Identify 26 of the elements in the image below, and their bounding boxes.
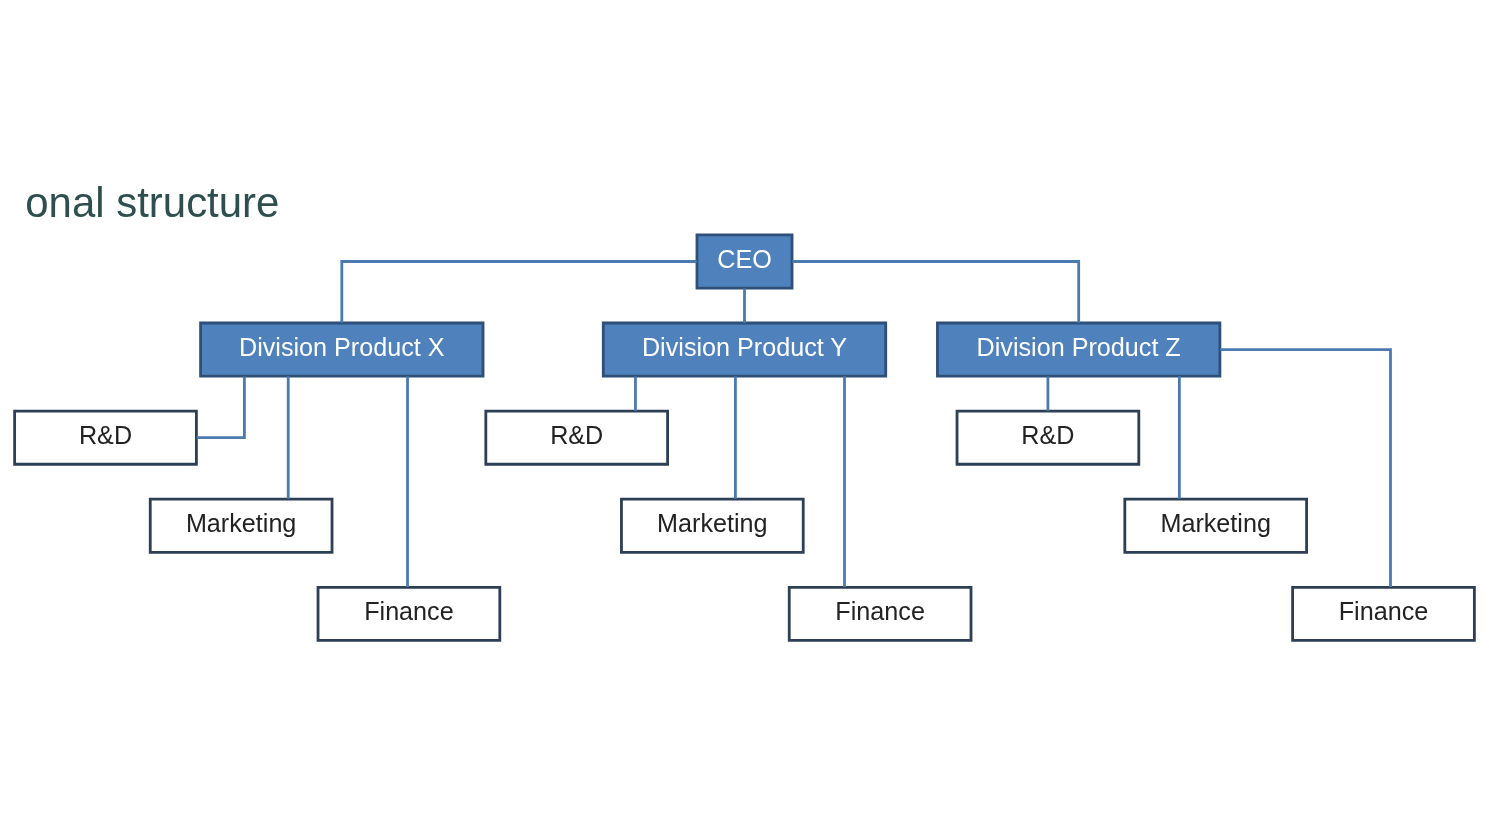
connector bbox=[1046, 376, 1050, 411]
connector bbox=[743, 287, 746, 323]
node-box: Finance bbox=[1291, 585, 1476, 642]
node-box: Finance bbox=[787, 585, 973, 642]
node-box: CEO bbox=[695, 233, 794, 289]
connector bbox=[734, 375, 737, 499]
connector bbox=[196, 376, 246, 439]
diagram-title: onal structure bbox=[25, 178, 280, 226]
connector bbox=[406, 375, 409, 587]
node-box: Marketing bbox=[620, 497, 805, 554]
node-box: Marketing bbox=[148, 497, 334, 554]
node-box: R&D bbox=[13, 409, 198, 466]
connector bbox=[843, 375, 846, 587]
connector bbox=[634, 376, 637, 411]
connector bbox=[792, 259, 1081, 323]
node-box: Division Product Y bbox=[601, 321, 888, 378]
connector bbox=[340, 259, 697, 323]
node-box: Division Product X bbox=[199, 321, 485, 378]
connector bbox=[1220, 347, 1392, 587]
connector bbox=[1177, 375, 1181, 499]
node-box: Finance bbox=[316, 585, 502, 642]
node-box: R&D bbox=[955, 409, 1141, 466]
node-box: R&D bbox=[484, 409, 669, 466]
node-box: Marketing bbox=[1123, 497, 1308, 554]
connector bbox=[286, 375, 290, 499]
node-box: Division Product Z bbox=[936, 321, 1222, 378]
